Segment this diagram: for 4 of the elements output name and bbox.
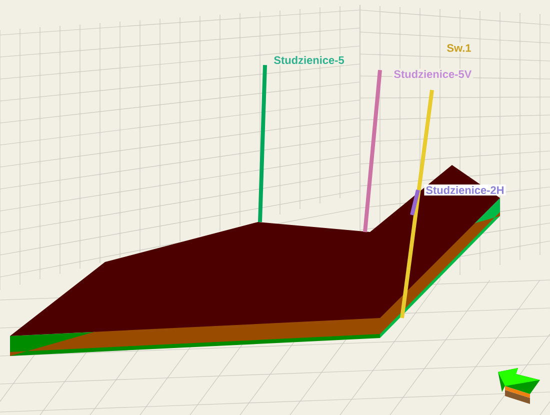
well-label: Studzienice-5V xyxy=(392,68,474,80)
well-label: Studzienice-5 xyxy=(272,54,346,66)
well-label: Studzienice-2H xyxy=(424,184,506,196)
well-label: Sw.1 xyxy=(445,42,473,54)
